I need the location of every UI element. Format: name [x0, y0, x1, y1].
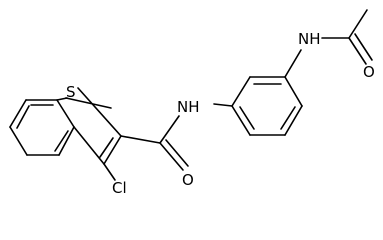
bond: [348, 9, 368, 39]
atom-label-chlorine: Cl: [112, 179, 127, 197]
bond-c3-cl: [103, 163, 116, 181]
bond: [77, 87, 122, 137]
molecule-drawing: S Cl O NH NH O: [9, 9, 375, 197]
bond: [165, 139, 189, 167]
double-bond-inner: [16, 105, 30, 129]
bond: [231, 76, 251, 107]
bond: [213, 103, 233, 107]
atom-label-amide-oxygen: O: [182, 171, 194, 189]
bond: [159, 142, 184, 171]
bond: [120, 135, 161, 144]
bond: [284, 76, 303, 107]
structure-canvas: S Cl O NH NH O: [9, 9, 375, 197]
double-bond-inner: [54, 130, 69, 152]
bond: [65, 97, 112, 109]
bond: [73, 126, 105, 165]
thiophene-ring: [56, 87, 122, 165]
bond: [58, 126, 75, 156]
double-bond-inner: [280, 106, 296, 130]
bond: [103, 135, 122, 165]
bond: [284, 105, 303, 136]
amide-group: [120, 115, 189, 171]
double-bond-inner: [239, 106, 255, 130]
double-bond-inner: [99, 137, 114, 158]
phenylene-ring: [213, 76, 303, 136]
atom-label-amide-nh: NH: [177, 98, 200, 116]
acetamide-group: [284, 9, 373, 78]
bond: [9, 99, 27, 128]
bond: [159, 115, 180, 144]
bond: [348, 37, 367, 65]
atom-label-acetamide-nh: NH: [298, 30, 321, 48]
atom-label-sulfur: S: [66, 83, 76, 101]
benzo-ring: [9, 99, 75, 156]
bond: [354, 33, 373, 61]
bond: [9, 126, 28, 156]
bond: [56, 99, 75, 128]
atom-label-acetyl-oxygen: O: [363, 63, 375, 81]
bond: [284, 49, 302, 78]
bond: [231, 105, 251, 136]
